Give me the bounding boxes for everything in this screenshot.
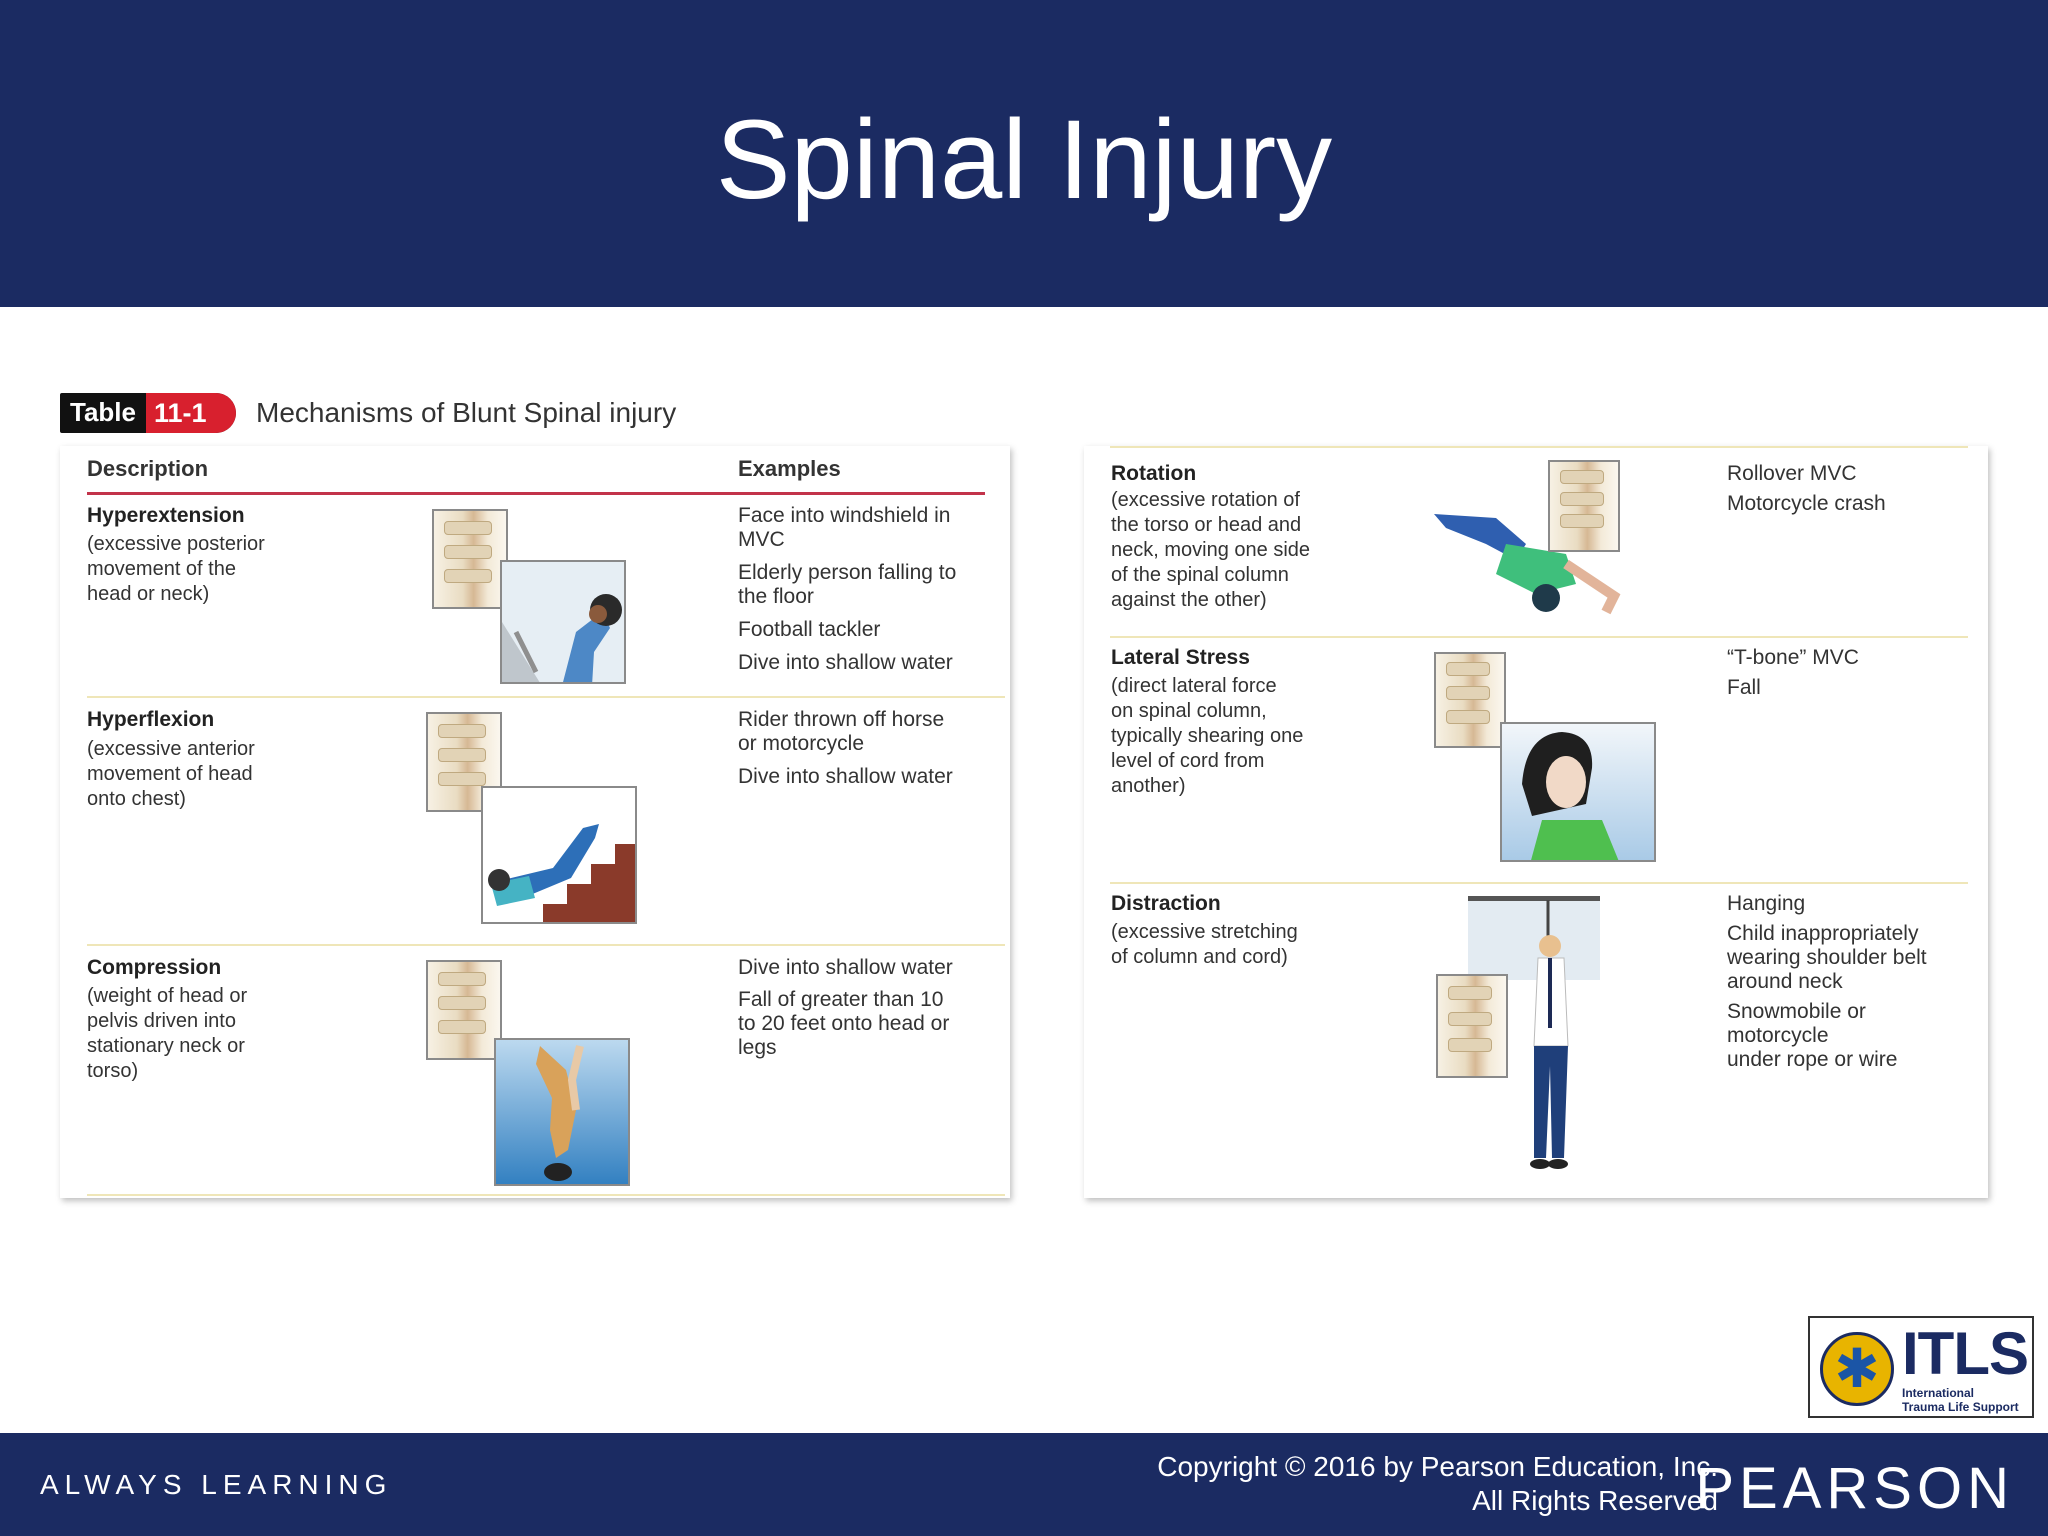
- itls-logo-line2: Trauma Life Support: [1902, 1400, 2019, 1414]
- star-of-life-icon: ✱: [1820, 1332, 1894, 1406]
- title-bar: Spinal Injury: [0, 0, 2048, 307]
- row-hyperflexion-examples: Rider thrown off horse or motorcycle Div…: [738, 708, 953, 788]
- table-panel-left: Description Examples Hyperextension (exc…: [60, 446, 1010, 1198]
- row-lateral-stress-title: Lateral Stress: [1111, 646, 1250, 669]
- pearson-logo: PEARSON: [1695, 1456, 2014, 1521]
- table-badge: Table 11-1: [60, 393, 236, 433]
- distraction-image: [1468, 896, 1600, 1169]
- itls-logo-line1: International: [1902, 1386, 1975, 1400]
- row-divider: [87, 1194, 1005, 1196]
- hyperflexion-image: [481, 786, 637, 924]
- row-divider: [1110, 446, 1968, 448]
- hyperextension-image: [500, 560, 626, 684]
- itls-logo-brand: ITLS: [1902, 1320, 2029, 1387]
- row-rotation-title: Rotation: [1111, 462, 1197, 485]
- column-header-examples: Examples: [738, 456, 841, 481]
- table-caption-title: Mechanisms of Blunt Spinal injury: [256, 397, 677, 428]
- row-compression-examples: Dive into shallow water Fall of greater …: [738, 956, 953, 1059]
- spine-image: [426, 960, 502, 1060]
- row-lateral-stress-examples: “T-bone” MVC Fall: [1727, 646, 1859, 699]
- row-distraction-title: Distraction: [1111, 892, 1221, 915]
- rotation-image: [1434, 514, 1621, 615]
- row-hyperextension-title: Hyperextension: [87, 504, 245, 527]
- row-hyperextension-examples: Face into windshield in MVC Elderly pers…: [738, 504, 957, 674]
- spine-image: [432, 509, 508, 609]
- row-hyperflexion-title: Hyperflexion: [87, 708, 215, 731]
- footer-bar: ALWAYS LEARNING Copyright © 2016 by Pear…: [0, 1433, 2048, 1536]
- row-rotation-examples: Rollover MVC Motorcycle crash: [1727, 462, 1886, 515]
- row-divider: [1110, 636, 1968, 638]
- slide-title: Spinal Injury: [715, 97, 1333, 222]
- header-rule: [87, 492, 985, 495]
- lateral-stress-image: [1500, 722, 1656, 862]
- column-header-description: Description: [87, 456, 209, 481]
- row-divider: [87, 696, 1005, 698]
- spine-image: [1434, 652, 1506, 748]
- row-divider: [1110, 882, 1968, 884]
- table-badge-word: Table: [70, 397, 136, 427]
- itls-logo: ✱ ITLS International Trauma Life Support: [1808, 1316, 2034, 1418]
- footer-rights: All Rights Reserved: [1472, 1485, 1718, 1516]
- row-divider: [87, 944, 1005, 946]
- table-badge-number: 11-1: [146, 393, 236, 433]
- spine-image: [1548, 460, 1620, 552]
- compression-image: [494, 1038, 630, 1186]
- row-compression-title: Compression: [87, 956, 222, 979]
- spine-image: [1436, 974, 1508, 1078]
- footer-copyright: Copyright © 2016 by Pearson Education, I…: [1157, 1451, 1718, 1482]
- footer-tagline: ALWAYS LEARNING: [40, 1469, 393, 1500]
- row-distraction-examples: Hanging Child inappropriately wearing sh…: [1727, 892, 1927, 1071]
